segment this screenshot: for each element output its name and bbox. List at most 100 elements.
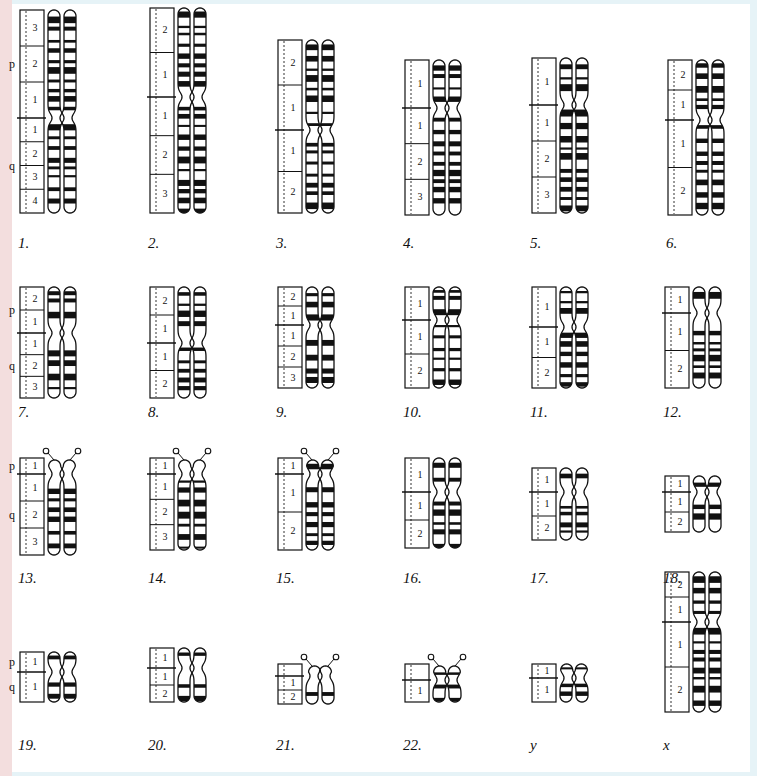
dark-band [174,125,210,127]
chromosome-number: 16. [403,571,422,586]
arm-letter: p [9,656,15,668]
chromosome-ideogram [147,8,210,213]
dark-band [44,312,80,319]
dark-band [689,611,725,614]
dark-band [44,158,80,163]
dark-band [44,89,80,92]
dark-band [174,652,210,655]
ruler-dash [156,649,157,701]
dark-band [174,157,210,164]
satellite-stalk [328,453,334,460]
dark-band [302,143,338,147]
region-number: 2 [678,364,683,374]
region-divider [278,690,302,691]
dark-band [174,311,210,317]
ruler-dash [671,573,672,711]
dark-band [174,512,210,519]
region-divider [278,85,302,86]
dark-band [302,533,338,536]
chromatid-outline [696,60,712,215]
dark-band [44,543,80,548]
ruler-dash [411,459,412,547]
dark-band [174,146,210,150]
chromatid-outline [190,460,206,550]
region-number: 1 [418,470,423,480]
dark-band [302,191,338,195]
region-ruler [20,10,44,213]
centromere-line [17,671,46,673]
region-divider [405,179,429,180]
dark-band [174,292,210,296]
chromosome-ideogram [275,448,339,550]
chromatid-fill [572,468,588,540]
region-number: 1 [291,331,296,341]
region-divider [532,516,556,517]
region-divider [20,165,44,166]
dark-band [689,658,725,662]
dark-band [44,498,80,501]
dark-band [689,355,725,361]
region-ruler [532,58,556,213]
chromatid-outline [60,10,76,213]
region-number: 2 [418,366,423,376]
region-number: 1 [418,299,423,309]
region-number: 1 [163,70,168,80]
chromatid-outline [705,572,721,712]
centromere-line [17,332,46,334]
chromatid-outline [560,58,576,213]
region-number: 2 [291,187,296,197]
region-number: 1 [681,100,686,110]
dark-band [689,292,725,299]
region-number: 1 [545,337,550,347]
chromosome-ideogram [402,60,465,215]
chromosome-ideogram [662,572,725,712]
centromere-line [17,473,46,475]
centromere-line [529,491,558,493]
chromatid-outline [572,287,588,388]
chromatid-outline [560,287,576,388]
region-divider [665,597,689,598]
chromatid-outline [190,287,206,398]
ruler-dash [674,61,675,214]
dark-band [556,474,592,479]
dark-band [44,507,80,512]
dark-band [174,487,210,492]
centromere-line [529,104,558,106]
region-number: 1 [291,488,296,498]
dark-band [302,487,338,492]
ruler-dash [26,288,27,397]
chromosome-number: 11. [530,405,548,420]
dark-band [429,198,465,203]
satellite [75,448,81,454]
dark-band [44,107,80,111]
region-divider [20,141,44,142]
satellite [428,654,434,660]
region-number: 1 [678,497,683,507]
region-ruler [20,652,44,702]
dark-band [689,331,725,335]
dark-band [556,341,592,347]
region-number: 2 [678,580,683,590]
region-number: 2 [681,186,686,196]
chromatid-outline [306,287,322,388]
chromosome-number: 22. [403,738,422,753]
satellite-stalk [433,659,439,666]
chromosome-ideogram [665,60,728,215]
chromatid-outline [693,476,709,532]
dark-band [174,189,210,193]
chromatid-outline [705,476,721,532]
chromatid-outline [178,648,194,702]
centromere-line [529,326,558,328]
chromatid-outline [445,287,461,388]
region-number: 3 [33,382,38,392]
dark-band [689,505,725,509]
chromosome-number: 13. [18,571,37,586]
chromatid-outline [48,460,64,555]
chromatid-fill [696,60,712,215]
region-number: 1 [545,475,550,485]
chromosome-number: 17. [530,571,549,586]
chromosome-ideogram [662,287,725,388]
chromosome-ideogram [275,654,339,704]
chromatid-fill [190,648,206,702]
chromatid-outline [178,460,194,550]
